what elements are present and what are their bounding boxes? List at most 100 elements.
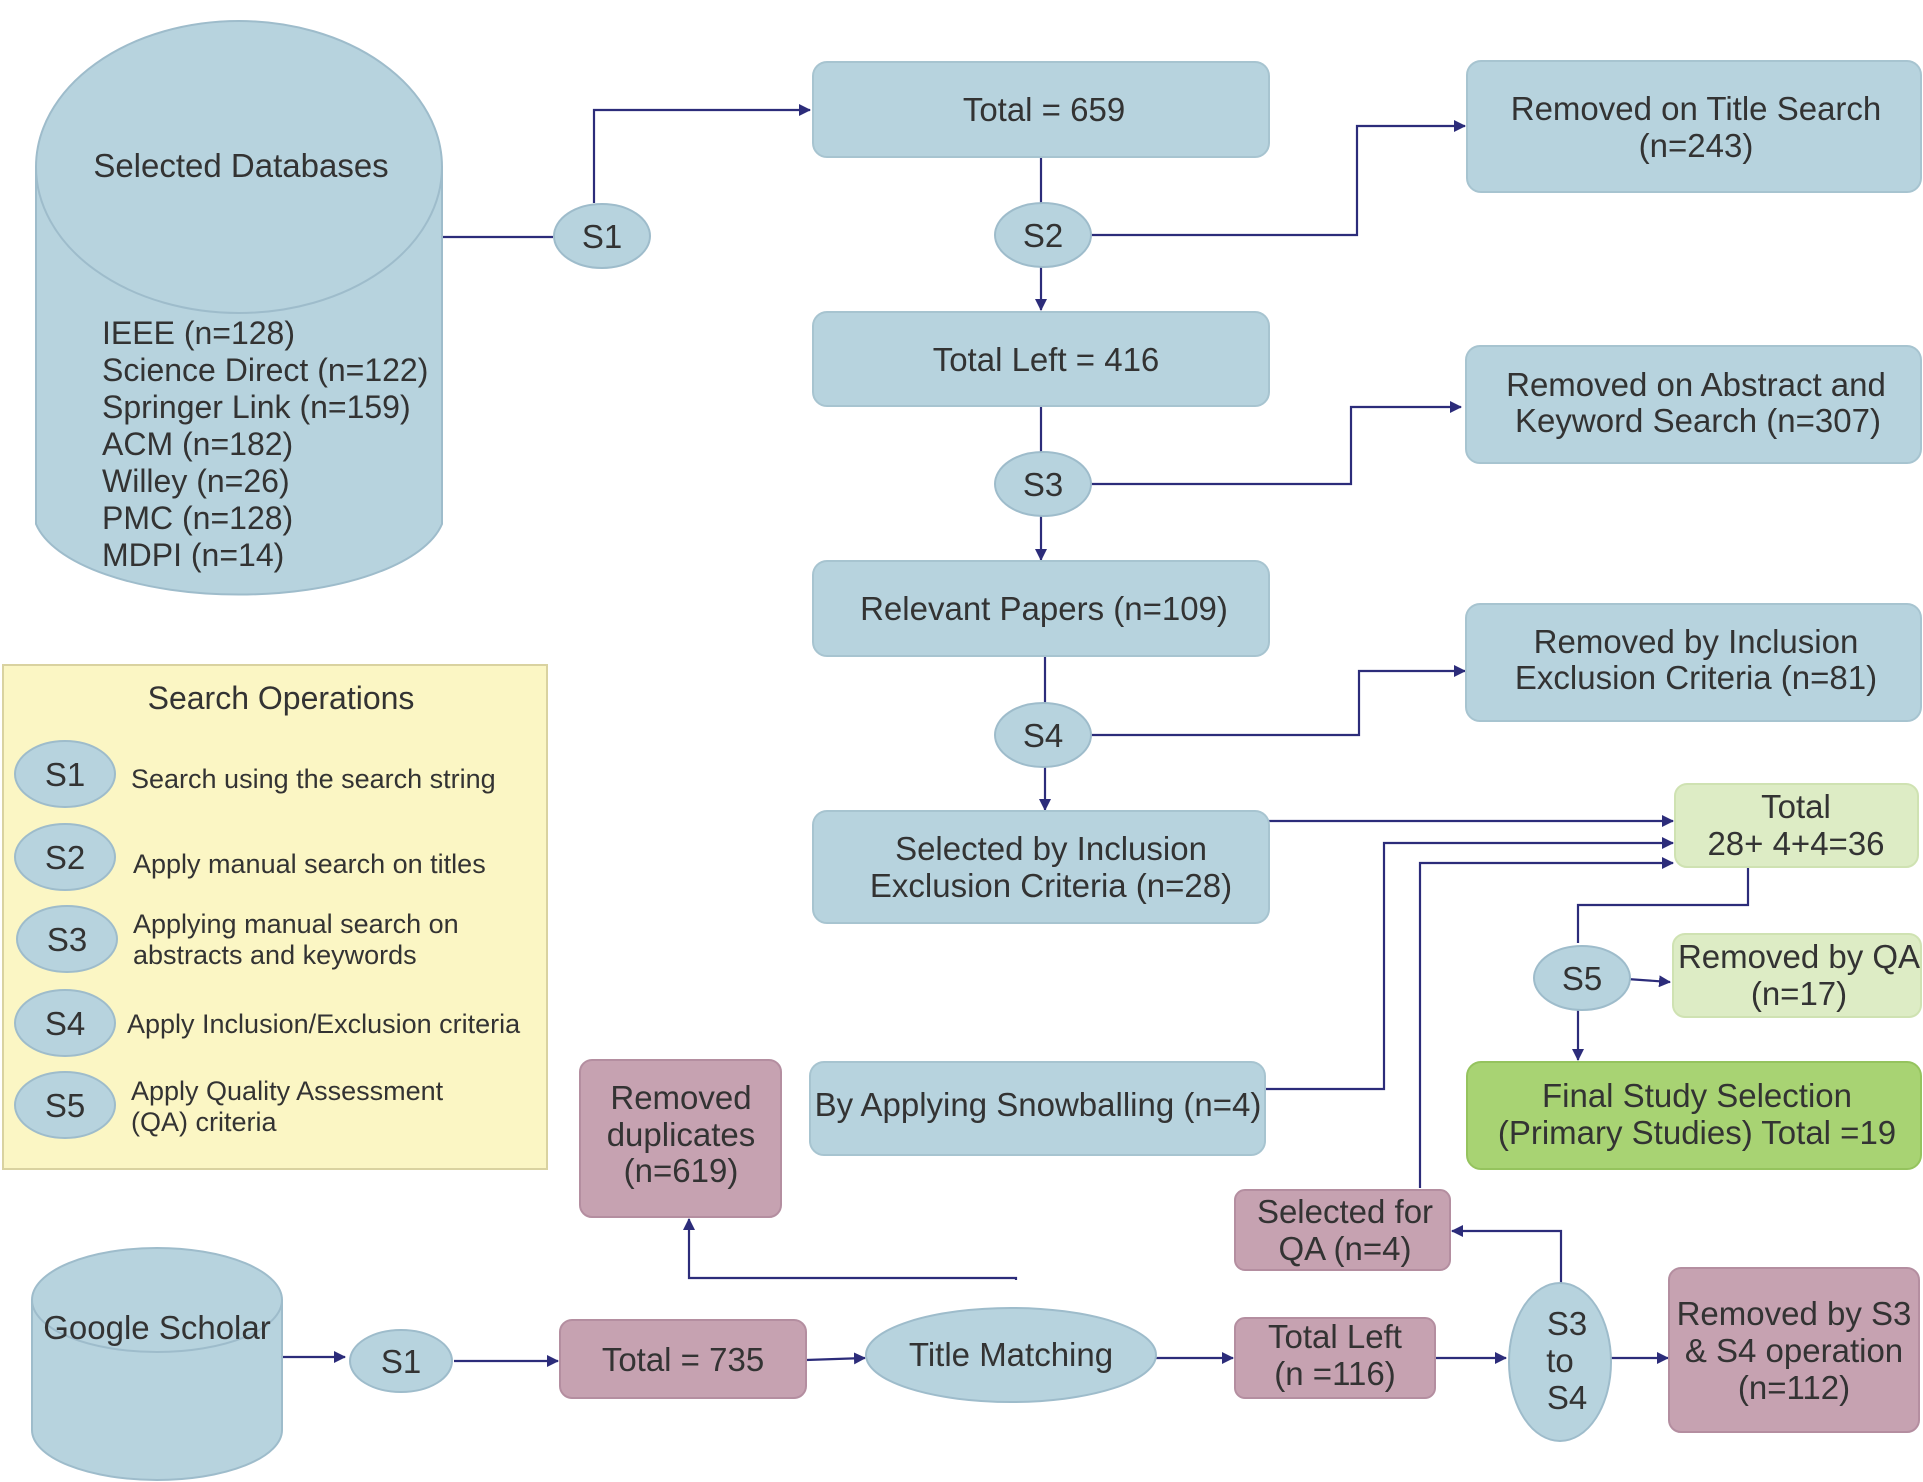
connector-s1-total <box>592 104 811 203</box>
svg-text:QA (n=4): QA (n=4) <box>1279 1230 1412 1267</box>
svg-text:(n =116): (n =116) <box>1274 1355 1395 1392</box>
svg-text:Title Matching: Title Matching <box>909 1336 1113 1373</box>
svg-text:Total: Total <box>1761 788 1831 825</box>
svg-text:Keyword Search (n=307): Keyword Search (n=307) <box>1515 402 1881 439</box>
svg-text:Total Left = 416: Total Left = 416 <box>933 341 1160 378</box>
svg-text:S4: S4 <box>1023 717 1063 754</box>
total-combined-box: Total 28+ 4+4=36 <box>1674 783 1919 868</box>
svg-text:Google Scholar: Google Scholar <box>43 1309 270 1346</box>
connector-total-s5 <box>1576 867 1750 943</box>
legend-desc: Apply manual search on titles <box>133 849 486 879</box>
connector-s3s4-selectedqa <box>1451 1225 1563 1289</box>
legend-desc: Apply Quality Assessment <box>131 1076 444 1106</box>
legend-code: S2 <box>45 839 85 876</box>
scholar-s1-node: S1 <box>349 1329 453 1393</box>
svg-text:Removed by Inclusion: Removed by Inclusion <box>1534 623 1859 660</box>
total-659-box: Total = 659 <box>812 61 1270 158</box>
s3-node: S3 <box>994 451 1092 517</box>
database-item: Springer Link (n=159) <box>102 389 411 425</box>
total-735-box: Total = 735 <box>559 1319 807 1399</box>
selected-inclusion-box: Selected by Inclusion Exclusion Criteria… <box>812 810 1270 924</box>
svg-text:S1: S1 <box>582 218 622 255</box>
svg-text:(n=112): (n=112) <box>1738 1369 1850 1406</box>
svg-text:Selected by Inclusion: Selected by Inclusion <box>895 830 1207 867</box>
svg-text:Removed on Abstract and: Removed on Abstract and <box>1506 366 1886 403</box>
connector-titlematch-duplicates <box>683 1218 1018 1280</box>
svg-text:28+ 4+4=36: 28+ 4+4=36 <box>1707 825 1884 862</box>
selected-databases-cylinder: Selected Databases IEEE (n=128) Science … <box>35 20 443 596</box>
legend-code: S3 <box>47 921 87 958</box>
svg-text:By Applying Snowballing (n=4): By Applying Snowballing (n=4) <box>815 1086 1262 1123</box>
s2-node: S2 <box>994 202 1092 268</box>
svg-text:S5: S5 <box>1562 960 1602 997</box>
removed-title-box: Removed on Title Search (n=243) <box>1466 60 1922 193</box>
svg-text:Removed: Removed <box>610 1079 751 1116</box>
s4-node: S4 <box>994 702 1092 768</box>
svg-text:& S4 operation: & S4 operation <box>1685 1332 1903 1369</box>
svg-text:S1: S1 <box>381 1343 421 1380</box>
connector-s5-removed-qa <box>1626 975 1671 988</box>
svg-text:S2: S2 <box>1023 217 1063 254</box>
connector-s4-removed-inclusion <box>1091 665 1466 737</box>
s1-node: S1 <box>553 203 651 269</box>
database-item: ACM (n=182) <box>102 426 293 462</box>
relevant-papers-box: Relevant Papers (n=109) <box>812 560 1270 657</box>
database-item: Science Direct (n=122) <box>102 352 428 388</box>
database-item: MDPI (n=14) <box>102 537 284 573</box>
final-selection-box: Final Study Selection (Primary Studies) … <box>1466 1061 1922 1170</box>
connector-snowballing-total <box>1262 837 1674 1091</box>
svg-text:Removed by QA: Removed by QA <box>1678 938 1920 975</box>
removed-s3s4-box: Removed by S3 & S4 operation (n=112) <box>1668 1267 1920 1433</box>
database-item: PMC (n=128) <box>102 500 293 536</box>
snowballing-box: By Applying Snowballing (n=4) <box>809 1061 1266 1156</box>
removed-inclusion-box: Removed by Inclusion Exclusion Criteria … <box>1465 603 1922 722</box>
svg-text:Removed by S3: Removed by S3 <box>1677 1295 1912 1332</box>
svg-text:(n=619): (n=619) <box>624 1152 739 1189</box>
removed-duplicates-box: Removed duplicates (n=619) <box>579 1059 782 1218</box>
svg-text:S3: S3 <box>1547 1305 1587 1342</box>
svg-text:to: to <box>1546 1342 1574 1379</box>
scholar-total-left-box: Total Left (n =116) <box>1234 1317 1436 1399</box>
svg-text:duplicates: duplicates <box>607 1116 756 1153</box>
legend-desc: Apply Inclusion/Exclusion criteria <box>127 1009 521 1039</box>
connector-selectedqa-total <box>1418 857 1674 1188</box>
svg-text:Removed on Title Search: Removed on Title Search <box>1511 90 1882 127</box>
database-item: IEEE (n=128) <box>102 315 295 351</box>
s5-node: S5 <box>1533 945 1631 1011</box>
connector-total735-titlematch <box>805 1352 866 1365</box>
svg-text:Total = 735: Total = 735 <box>602 1341 764 1378</box>
legend-desc: Applying manual search on <box>133 909 459 939</box>
connector-s2-removed-title <box>1091 120 1466 237</box>
selected-for-qa-box: Selected for QA (n=4) <box>1234 1189 1451 1271</box>
svg-text:Total = 659: Total = 659 <box>963 91 1125 128</box>
legend-desc: (QA) criteria <box>131 1107 277 1137</box>
svg-text:(n=17): (n=17) <box>1751 975 1847 1012</box>
connectors <box>283 104 1750 1367</box>
databases-title: Selected Databases <box>93 147 388 184</box>
database-item: Willey (n=26) <box>102 463 290 499</box>
legend-code: S5 <box>45 1087 85 1124</box>
svg-text:Selected for: Selected for <box>1257 1193 1433 1230</box>
svg-text:(Primary Studies) Total =19: (Primary Studies) Total =19 <box>1498 1114 1896 1151</box>
svg-text:Final Study Selection: Final Study Selection <box>1542 1077 1852 1114</box>
svg-text:S4: S4 <box>1547 1379 1587 1416</box>
legend-desc: Search using the search string <box>131 764 496 794</box>
svg-text:Exclusion Criteria (n=28): Exclusion Criteria (n=28) <box>870 867 1232 904</box>
search-operations-legend: Search Operations S1 Search using the se… <box>2 664 548 1170</box>
svg-text:Relevant Papers (n=109): Relevant Papers (n=109) <box>860 590 1228 627</box>
legend-desc: abstracts and keywords <box>133 940 417 970</box>
legend-code: S4 <box>45 1005 85 1042</box>
total-left-416-box: Total Left = 416 <box>812 311 1270 407</box>
svg-text:S3: S3 <box>1023 466 1063 503</box>
legend-title: Search Operations <box>148 680 415 716</box>
removed-qa-box: Removed by QA (n=17) <box>1672 933 1922 1018</box>
svg-text:Exclusion Criteria (n=81): Exclusion Criteria (n=81) <box>1515 659 1877 696</box>
connector-s3-removed-abstract <box>1088 401 1462 486</box>
removed-abstract-box: Removed on Abstract and Keyword Search (… <box>1465 345 1922 464</box>
legend-code: S1 <box>45 756 85 793</box>
title-matching-node: Title Matching <box>865 1307 1157 1403</box>
svg-text:Total Left: Total Left <box>1268 1318 1402 1355</box>
svg-text:(n=243): (n=243) <box>1639 127 1754 164</box>
google-scholar-cylinder: Google Scholar <box>31 1247 283 1481</box>
